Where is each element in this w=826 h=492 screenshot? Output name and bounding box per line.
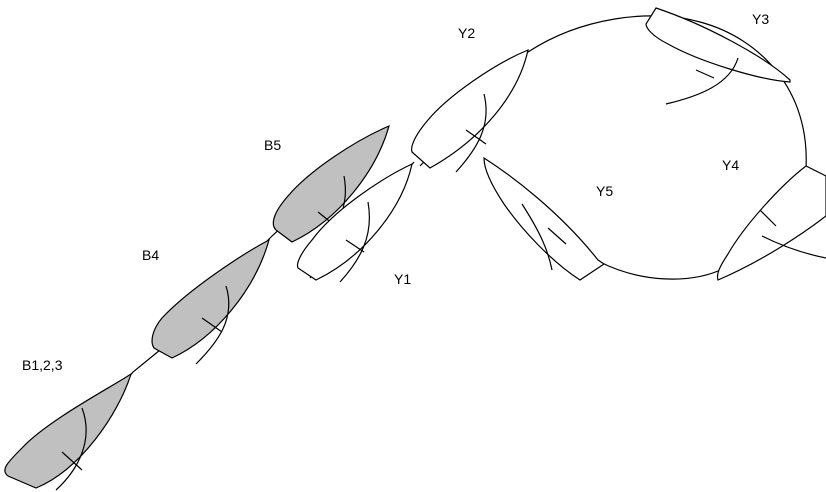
boat-y4-sail bbox=[761, 235, 826, 259]
boat-b123 bbox=[4, 372, 133, 491]
boat-y3 bbox=[645, 7, 791, 105]
boat-b4-boom bbox=[201, 317, 223, 333]
boat-y2-sail bbox=[455, 93, 487, 173]
boat-y3-hull bbox=[645, 7, 791, 83]
label-b4: B4 bbox=[142, 247, 159, 263]
boat-y5-boom bbox=[547, 227, 567, 245]
boat-y1-boom bbox=[345, 239, 365, 253]
label-y3: Y3 bbox=[752, 11, 769, 27]
boat-y2 bbox=[411, 49, 529, 173]
boat-y4-boom bbox=[759, 209, 777, 227]
boat-y5 bbox=[483, 156, 606, 281]
boat-b123-boom bbox=[61, 451, 83, 471]
label-y2: Y2 bbox=[458, 25, 475, 41]
label-y5: Y5 bbox=[596, 183, 613, 199]
boat-y1-sail bbox=[339, 201, 370, 283]
boat-b5-hull bbox=[272, 124, 390, 243]
boat-b123-sail bbox=[55, 407, 87, 491]
boat-b4-hull bbox=[151, 238, 270, 359]
boat-y3-boom bbox=[695, 69, 715, 79]
label-b123: B1,2,3 bbox=[22, 357, 63, 373]
boat-y1-hull bbox=[296, 162, 413, 281]
boat-y2-hull bbox=[411, 49, 529, 169]
boat-y1 bbox=[296, 162, 413, 283]
label-y1: Y1 bbox=[394, 271, 411, 287]
boat-b4-sail bbox=[195, 285, 230, 365]
boat-y4 bbox=[716, 165, 826, 281]
boat-y3-sail bbox=[665, 57, 739, 105]
boat-b123-hull bbox=[4, 372, 133, 489]
boat-y5-sail bbox=[521, 203, 553, 271]
label-y4: Y4 bbox=[722, 157, 739, 173]
label-b5: B5 bbox=[264, 137, 281, 153]
boat-y2-boom bbox=[465, 129, 487, 145]
boat-b4 bbox=[151, 238, 270, 365]
boat-y5-hull bbox=[483, 156, 606, 281]
boat-y4-hull bbox=[716, 165, 826, 281]
